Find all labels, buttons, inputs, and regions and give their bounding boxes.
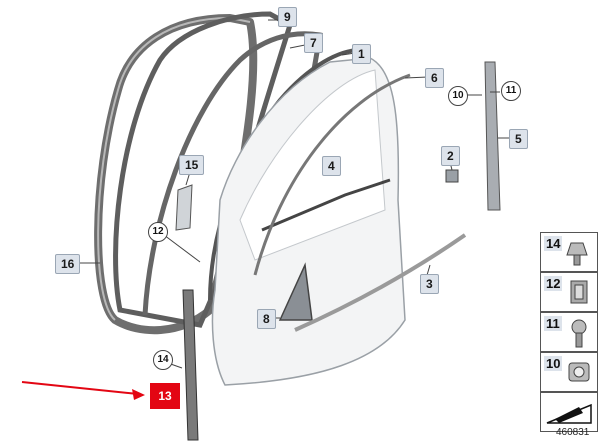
callout-2[interactable]: 2 bbox=[441, 146, 460, 166]
callout-14[interactable]: 14 bbox=[153, 350, 173, 370]
waist-strip-3[interactable] bbox=[294, 233, 467, 332]
legend-item-14[interactable]: 14 bbox=[540, 232, 598, 272]
corner-trim-15[interactable] bbox=[175, 184, 193, 231]
callout-13-highlighted[interactable]: 13 bbox=[150, 383, 180, 409]
reference-number: 460831 bbox=[556, 427, 590, 438]
legend-number: 14 bbox=[544, 236, 563, 251]
callout-1[interactable]: 1 bbox=[352, 44, 371, 64]
callout-5[interactable]: 5 bbox=[509, 129, 528, 149]
callout-8[interactable]: 8 bbox=[257, 309, 276, 329]
mirror-trim-8[interactable] bbox=[278, 262, 313, 321]
callout-3[interactable]: 3 bbox=[420, 274, 439, 294]
callout-6[interactable]: 6 bbox=[425, 68, 444, 88]
callout-10[interactable]: 10 bbox=[448, 86, 468, 106]
seal-strip-13[interactable] bbox=[182, 289, 199, 441]
callout-9[interactable]: 9 bbox=[278, 7, 297, 27]
legend-item-11[interactable]: 11 bbox=[540, 312, 598, 352]
legend-tool[interactable] bbox=[540, 392, 598, 432]
highlight-arrow bbox=[21, 381, 145, 400]
callout-4[interactable]: 4 bbox=[322, 156, 341, 176]
callout-12[interactable]: 12 bbox=[148, 222, 168, 242]
bracket-2[interactable] bbox=[445, 169, 459, 183]
grommet-icon bbox=[568, 362, 590, 382]
legend-number: 10 bbox=[544, 356, 563, 371]
legend-number: 12 bbox=[544, 276, 563, 291]
legend-item-12[interactable]: 12 bbox=[540, 272, 598, 312]
wedge-icon bbox=[546, 403, 592, 424]
callout-7[interactable]: 7 bbox=[304, 33, 323, 53]
rail-6[interactable] bbox=[253, 73, 411, 276]
callout-16[interactable]: 16 bbox=[55, 254, 81, 274]
nut-icon bbox=[570, 280, 588, 304]
callout-11[interactable]: 11 bbox=[501, 81, 521, 101]
pillar-trim-5[interactable] bbox=[484, 61, 501, 211]
legend-number: 11 bbox=[544, 316, 562, 331]
clip-icon bbox=[566, 242, 588, 266]
screw-icon bbox=[571, 319, 587, 348]
window-trim-4[interactable] bbox=[261, 178, 391, 232]
legend-item-10[interactable]: 10 bbox=[540, 352, 598, 392]
callout-15[interactable]: 15 bbox=[179, 155, 205, 175]
